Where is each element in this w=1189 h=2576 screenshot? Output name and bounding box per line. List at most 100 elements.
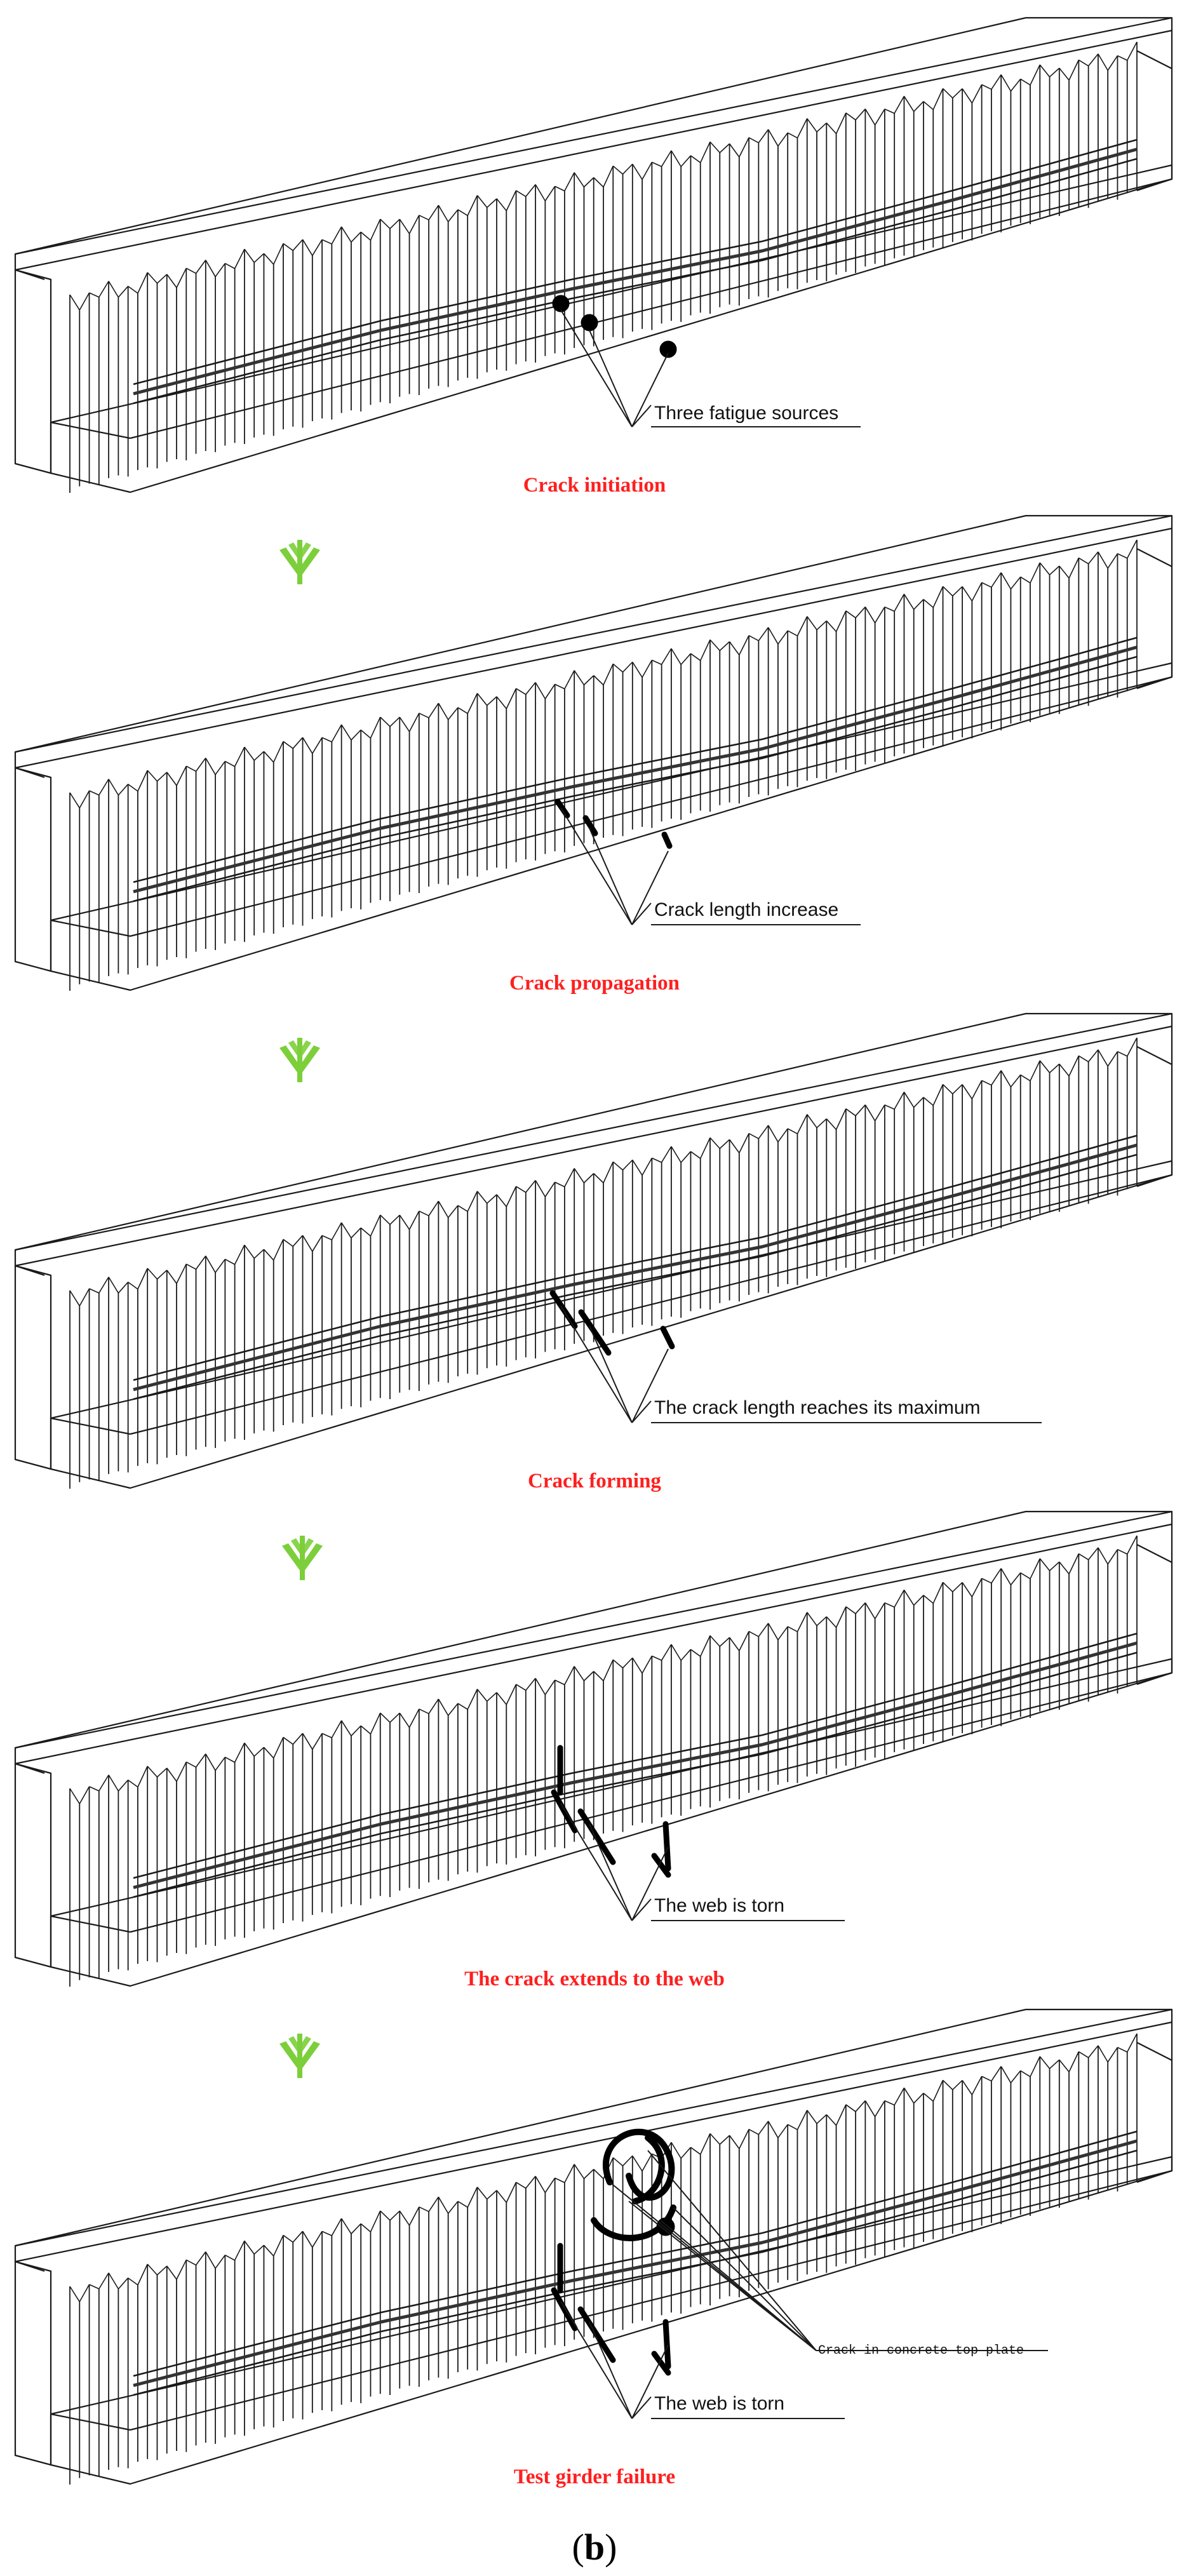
web-top-edge (496, 1692, 507, 1705)
web-top-edge (215, 263, 226, 278)
web-top-edge (739, 2129, 749, 2149)
chevron-shape (288, 2036, 311, 2055)
double-chevron-down-icon (279, 540, 320, 584)
web-top-edge (652, 659, 662, 665)
web-top-edge (991, 74, 1002, 90)
web-top-edge (156, 1768, 168, 1778)
web-top-edge (642, 659, 653, 678)
web-top-edge (467, 1191, 478, 1212)
end-stiffener-right (1136, 1544, 1173, 1686)
end-stiffener-left (14, 767, 52, 972)
web-top-edge (671, 648, 682, 665)
web-top-edge (128, 1780, 138, 1788)
web-top-edge (932, 586, 944, 608)
web-top-edge (748, 137, 759, 144)
web-top-edge (516, 1684, 527, 1691)
web-top-edge (864, 1602, 876, 1620)
bottom-flange-edge (50, 1915, 131, 1933)
girder-drawing (14, 1510, 1173, 1987)
web-top-edge (428, 1200, 440, 1216)
web-top-edge (195, 758, 206, 772)
web-top-edge (408, 713, 420, 732)
web-top-edge (680, 1649, 692, 1661)
web-top-edge (448, 2201, 459, 2214)
web-top-edge (321, 737, 332, 742)
web-top-edge (729, 143, 740, 158)
leader-line (673, 2207, 817, 2351)
web-top-edge (516, 190, 527, 198)
web-band-line (133, 636, 1138, 883)
web-top-edge (1078, 1055, 1089, 1063)
web-top-edge (89, 292, 100, 298)
web-top-edge (263, 253, 274, 265)
web-top-edge (884, 606, 895, 612)
web-band-line (133, 655, 1138, 902)
web-top-edge (69, 2286, 80, 2302)
web-top-edge (603, 1161, 614, 1183)
callout-leader-lines (560, 1803, 845, 1921)
web-top-edge (962, 88, 973, 104)
web-top-edge (787, 2124, 798, 2130)
web-top-edge (273, 2235, 284, 2257)
web-top-edge (273, 1737, 284, 1759)
web-top-edge (1020, 576, 1031, 584)
web-top-edge (739, 137, 749, 158)
web-top-edge (69, 294, 80, 311)
web-top-edge (1000, 1568, 1012, 1585)
web-top-edge (419, 1211, 429, 1216)
web-top-edge (903, 1589, 915, 1606)
web-top-edge (1088, 1547, 1099, 1560)
web-top-edge (826, 123, 837, 135)
web-top-edge (962, 1084, 973, 1099)
web-top-edge (767, 1125, 779, 1143)
stage-caption: Crack initiation (523, 474, 666, 497)
bottom-flange-edge (50, 1417, 131, 1435)
web-top-edge (156, 1270, 168, 1280)
web-top-edge (370, 1712, 381, 1734)
web-top-edge (331, 1222, 342, 1240)
web-top-edge (205, 1256, 216, 1273)
web-top-edge (1117, 2046, 1128, 2053)
web-top-edge (331, 226, 342, 245)
callout-label: The web is torn (654, 1895, 785, 1916)
web-top-edge (1078, 2051, 1089, 2058)
web-top-edge (807, 1114, 817, 1129)
web-top-edge (399, 218, 410, 234)
panel-label: (b) (0, 2529, 1189, 2566)
stage-caption: Crack propagation (509, 972, 680, 995)
web-top-edge (360, 1725, 371, 1734)
web-top-edge (1049, 1063, 1060, 1073)
web-top-edge (535, 1678, 546, 1695)
web-top-edge (845, 112, 856, 121)
web-top-edge (971, 1578, 983, 1597)
web-top-edge (564, 670, 575, 689)
girder-wireframe (14, 1012, 1173, 1489)
chevron-shape (288, 542, 311, 561)
web-top-edge (864, 109, 876, 126)
web-top-edge (981, 1578, 992, 1584)
web-top-edge (787, 1626, 798, 1632)
web-top-edge (302, 2231, 313, 2248)
web-top-edge (544, 683, 556, 699)
web-top-edge (467, 2187, 478, 2208)
top-plate-edge (15, 514, 1172, 753)
arrow-shaft (300, 1536, 305, 1580)
web-top-edge (506, 688, 517, 709)
web-top-edge (340, 226, 352, 243)
web-top-edge (1010, 1074, 1021, 1087)
callout-label: The crack length reaches its maximum (654, 1397, 981, 1418)
web-top-edge (874, 2100, 885, 2117)
leader-elbow (631, 902, 652, 925)
web-top-edge (166, 2265, 177, 2280)
web-top-edge (273, 741, 284, 763)
web-top-edge (544, 185, 556, 201)
web-top-edge (1107, 2047, 1118, 2063)
web-top-edge (1127, 539, 1138, 559)
web-top-edge (108, 2272, 119, 2290)
web-top-edge (244, 248, 255, 263)
leader-line (631, 1348, 669, 1423)
double-chevron-down-icon (279, 1038, 320, 1082)
web-top-edge (108, 779, 119, 796)
web-top-edge (554, 185, 565, 192)
web-band-thick (133, 147, 1138, 396)
